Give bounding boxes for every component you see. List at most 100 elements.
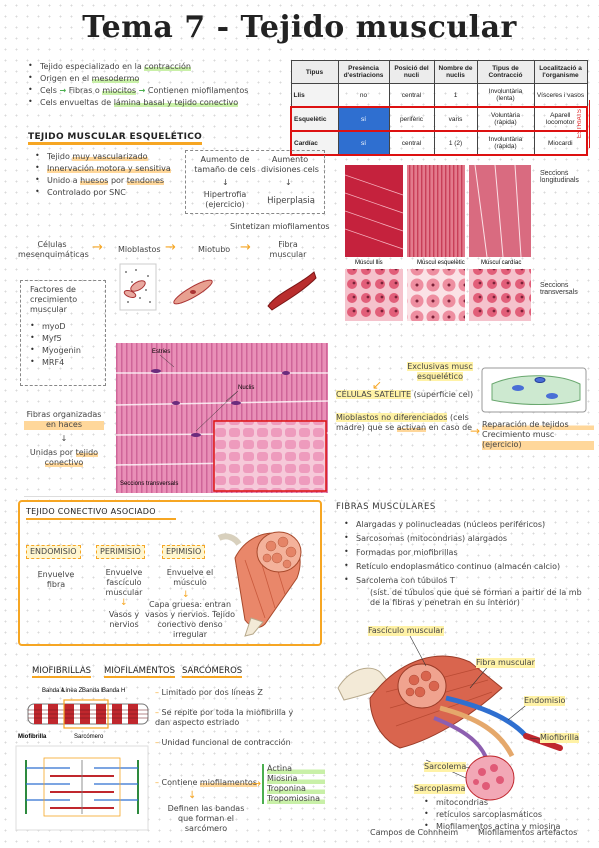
sarcomere-notes: – Limitado por dos líneas Z – Se repite … xyxy=(155,688,294,747)
svg-text:Miofibrilla: Miofibrilla xyxy=(18,734,47,740)
sarcoplasma-list: mitocondrias retículos sarcoplasmáticos … xyxy=(424,797,584,834)
factors-title: Factores de crecimiento muscular xyxy=(30,285,78,314)
arrow-down-icon: ↓ xyxy=(222,178,229,187)
arrow-down-icon: ↓ xyxy=(182,590,190,600)
label-sarcolema: Sarcolema xyxy=(424,762,467,772)
intro-item: Cels envueltas de lámina basal y tejido … xyxy=(28,97,288,108)
factor-item: Myogenin xyxy=(30,345,81,356)
skeletal-item: Controlado por SNC xyxy=(35,187,195,198)
muscle-anatomy-illustration xyxy=(337,635,563,801)
growth-box xyxy=(185,150,325,214)
skeletal-item: Tejido muy vascularizado xyxy=(35,151,195,162)
histology-image: Estries Nuclis Seccions transversals xyxy=(116,343,328,493)
muscle-bundle-illustration xyxy=(217,531,302,637)
striated-label: ESTRIATS xyxy=(577,100,590,148)
define-bands: Definen las bandas que forman el sarcóme… xyxy=(167,804,245,833)
intro-item: Origen en el mesodermo xyxy=(28,73,288,84)
growth-left-title: Aumento de tamaño de cels xyxy=(194,155,256,174)
intro-item: Cels → Fibras o miocitos → Contienen mio… xyxy=(28,85,288,96)
sarcoplasma-item: Miofilamentos actina y miosina xyxy=(424,821,584,832)
proteins-list: Actina Miosina Troponina Tropomiosina xyxy=(262,764,325,804)
table-header: Tipus de Contracció xyxy=(476,60,535,84)
arrow-right-icon: → xyxy=(92,240,103,255)
transversal-label: Seccions transversals xyxy=(540,282,578,296)
endomisio-desc: Envuelve fibra xyxy=(37,570,75,589)
epimisio-desc: Envuelve el músculo xyxy=(166,568,214,587)
arrow-icon: ↙ xyxy=(372,378,383,392)
sarcoplasma-item: retículos sarcoplasmáticos xyxy=(424,809,584,820)
protein-item: Tropomiosina xyxy=(267,794,325,804)
arrow-down-icon: ↓ xyxy=(120,598,128,608)
arrow-down-icon: ↓ xyxy=(188,790,197,801)
protein-item: Actina xyxy=(267,764,325,774)
footer-artefactos: Miofilamentos artefactos xyxy=(478,828,578,837)
skeletal-item: Unido a huesos por tendones xyxy=(35,175,195,186)
svg-text:Banda A: Banda A xyxy=(42,688,65,694)
fibers-note: Fibras organizadas en haces ↓ Unidas por… xyxy=(24,410,104,468)
growth-left-result: Hipertrofia (ejercicio) xyxy=(203,190,247,209)
myofibrils-heading: MIOFIBRILLAS xyxy=(32,666,92,678)
svg-text:Banda H: Banda H xyxy=(102,688,125,694)
arrow-down-icon: ↓ xyxy=(285,178,292,187)
histo-label: Estries xyxy=(152,349,170,355)
protein-item: Miosina xyxy=(267,774,325,784)
myofibril-diagram: Banda A Línea Z Banda I Banda H Miofibri… xyxy=(18,688,149,740)
cell-development-illustration xyxy=(119,263,317,311)
connective-heading: TEJIDO CONECTIVO ASOCIADO xyxy=(26,507,156,516)
arrow-right-icon: → xyxy=(165,240,176,255)
step-fiber: Fibra muscular xyxy=(269,240,307,259)
svg-text:Línea Z: Línea Z xyxy=(62,688,83,694)
factor-item: Myf5 xyxy=(30,333,81,344)
fibras-list: Alargadas y polinucleadas (núcleos perif… xyxy=(344,519,594,608)
step-myoblasts: Mioblastos xyxy=(118,245,161,254)
fibras-item: Retículo endoplasmático continuo (almacé… xyxy=(344,561,594,572)
svg-text:Banda I: Banda I xyxy=(82,688,103,694)
factors-list: myoD Myf5 Myogenin MRF4 xyxy=(30,321,81,370)
fibras-item: Sarcosomas (mitocondrias) alargados xyxy=(344,533,594,544)
contains-line: – Contiene miofilamentos xyxy=(155,778,257,787)
label-fibra: Fibra muscular xyxy=(476,658,535,668)
micrograph-panel: Múscul llis Múscul esquelètic Múscul car… xyxy=(345,165,531,321)
skeletal-item: Innervación motora y sensitiva xyxy=(35,163,195,174)
sarcomeres-heading: SARCÓMEROS xyxy=(182,666,243,678)
epimisio-extra: Capa gruesa: entran vasos y nervios. Tej… xyxy=(145,600,235,639)
micro-label: Múscul cardíac xyxy=(481,260,521,266)
connective-box xyxy=(18,500,322,646)
skeletal-list: Tejido muy vascularizado Innervación mot… xyxy=(35,151,195,200)
micro-label: Múscul esquelètic xyxy=(417,260,465,266)
arrow-right-icon: → xyxy=(470,424,481,438)
perimisio-extra: Vasos y nervios xyxy=(108,610,140,629)
histo-label: Nuclis xyxy=(238,385,254,391)
satellite-desc: Mioblastos no diferenciados (cels madre)… xyxy=(336,413,473,432)
fibras-heading: FIBRAS MUSCULARES xyxy=(336,502,436,512)
longitudinal-label: Seccions longitudinals xyxy=(540,170,579,184)
muscle-types-table: Tipus Presència d'estriacions Posició de… xyxy=(290,60,588,156)
table-header: Tipus xyxy=(290,60,339,84)
table-header: Localització a l'organisme xyxy=(533,60,588,84)
growth-right-result: Hiperplasia xyxy=(267,196,315,206)
satellite-title: CÉLULAS SATÉLITE (superficie cel) xyxy=(336,390,474,399)
factor-item: MRF4 xyxy=(30,357,81,368)
label-miofibrilla: Miofibrilla xyxy=(540,733,579,743)
factor-item: myoD xyxy=(30,321,81,332)
satellite-exclusive: Exclusivas musc esquelético xyxy=(407,362,473,381)
footer-cohnheim: Campos de Cohnheim xyxy=(370,828,459,837)
divider xyxy=(24,496,324,497)
sarcomere-diagram xyxy=(15,745,149,831)
histo-label: Seccions transversals xyxy=(120,481,178,487)
underline xyxy=(26,518,176,520)
fibras-item: Sarcolema con túbulos T xyxy=(344,575,594,586)
perimisio-label: PERIMISIO xyxy=(96,545,145,559)
step-mesenchymal: Células mesenquimáticas xyxy=(18,240,89,259)
protein-item: Troponina xyxy=(267,784,325,794)
endomisio-label: ENDOMISIO xyxy=(26,545,81,559)
satellite-outcomes: Reparación de tejidos Crecimiento musc (… xyxy=(482,420,594,450)
table-header: Nombre de nuclis xyxy=(433,60,478,84)
arrow-right-icon: → xyxy=(240,240,251,255)
fibras-item: Formadas por miofibrillas xyxy=(344,547,594,558)
svg-text:Sarcómero: Sarcómero xyxy=(74,734,104,740)
label-sarcoplasma: Sarcoplasma xyxy=(414,784,466,794)
